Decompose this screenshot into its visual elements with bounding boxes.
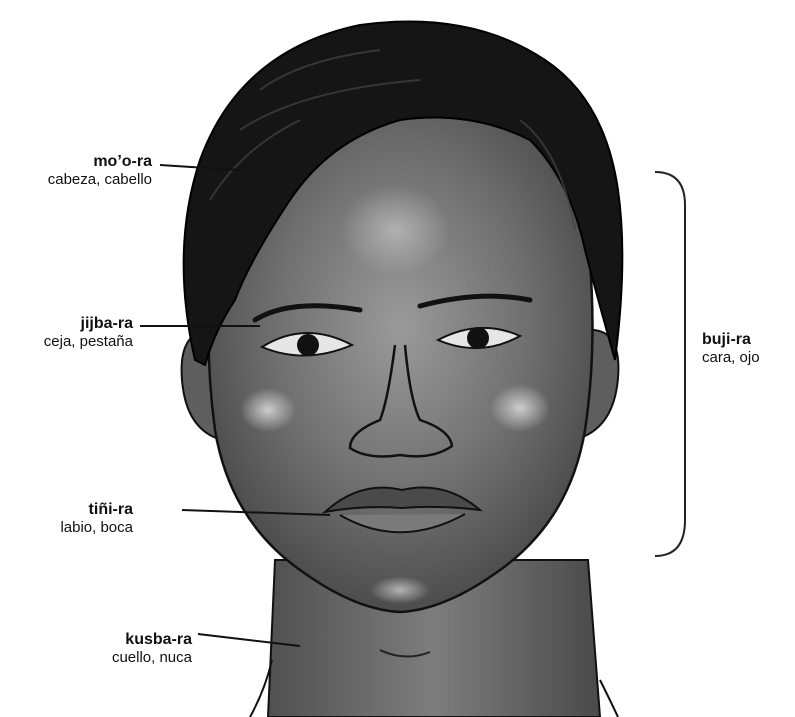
- label-face: buji-ra cara, ojo: [702, 330, 760, 367]
- face-bracket: [655, 172, 685, 556]
- label-neck-gloss: cuello, nuca: [112, 649, 192, 667]
- label-lips-term: tiñi-ra: [60, 500, 133, 519]
- label-lips: tiñi-ra labio, boca: [60, 500, 133, 537]
- label-neck-term: kusba-ra: [112, 630, 192, 649]
- label-eyebrow: jijba-ra ceja, pestaña: [44, 314, 133, 351]
- label-head: mo’o-ra cabeza, cabello: [48, 152, 152, 189]
- label-eyebrow-gloss: ceja, pestaña: [44, 333, 133, 351]
- label-face-gloss: cara, ojo: [702, 349, 760, 367]
- label-head-gloss: cabeza, cabello: [48, 171, 152, 189]
- label-face-term: buji-ra: [702, 330, 760, 349]
- label-lips-gloss: labio, boca: [60, 519, 133, 537]
- label-neck: kusba-ra cuello, nuca: [112, 630, 192, 667]
- label-eyebrow-term: jijba-ra: [44, 314, 133, 333]
- label-head-term: mo’o-ra: [48, 152, 152, 171]
